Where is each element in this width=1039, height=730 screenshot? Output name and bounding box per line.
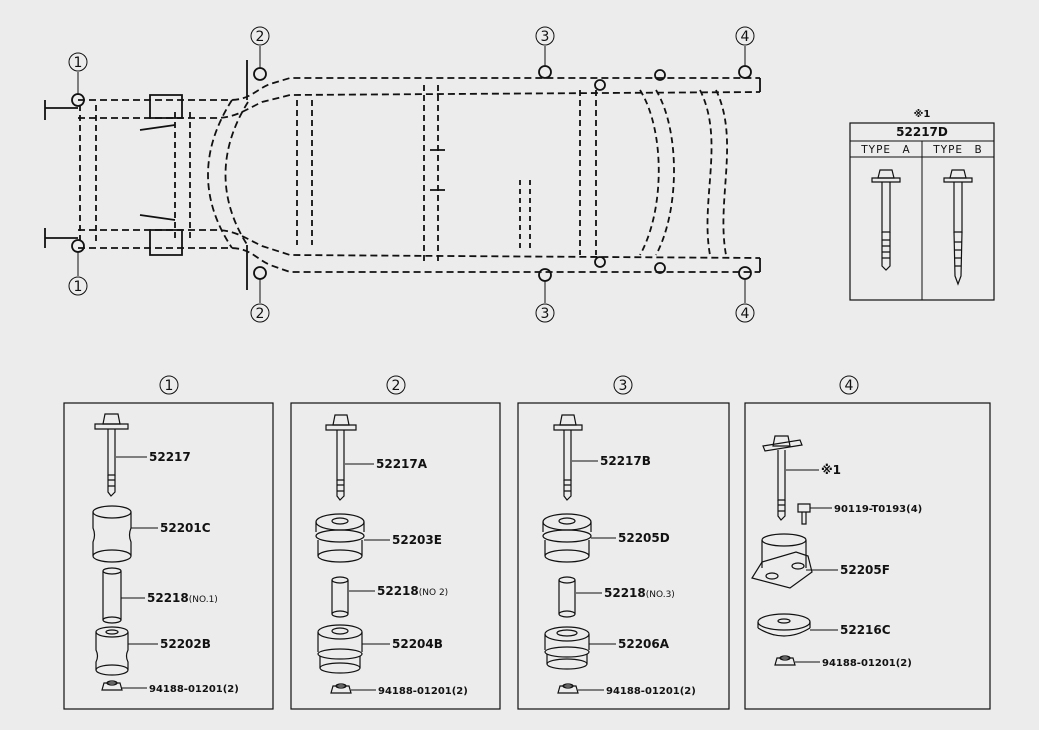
svg-text:1: 1 [74, 55, 83, 71]
part-label: 94188-01201(2) [822, 658, 912, 669]
cushion-52205f-icon [751, 533, 813, 589]
part-label: 52217 [149, 450, 191, 464]
group-4: 4 [744, 375, 991, 710]
washer-52216c-icon [757, 613, 811, 637]
part-label: 52205F [840, 563, 890, 577]
part-label: 52204B [392, 637, 443, 651]
frame-callout-3-top: 3 [535, 26, 555, 46]
nut-94188-icon [774, 655, 796, 666]
group-3-number: 3 [619, 378, 628, 394]
part-label: 52206A [618, 637, 670, 651]
group-2: 2 [290, 375, 501, 710]
bolt-52217-icon [94, 413, 129, 497]
cushion-52204b-icon [317, 624, 363, 674]
part-label: 52203E [392, 533, 442, 547]
part-label: 52218(NO 2) [377, 584, 448, 598]
group-4-number: 4 [845, 378, 854, 394]
nut-94188-icon [101, 680, 123, 691]
part-label: 52218(NO.3) [604, 586, 675, 600]
type-a-label: TYPE A [860, 144, 910, 156]
frame-callout-1-bottom: 1 [68, 276, 88, 296]
frame-callout-4-bottom: 4 [735, 303, 755, 323]
collar-52218-icon [102, 567, 122, 624]
part-label: 52216C [840, 623, 891, 637]
cushion-52202b-icon [95, 626, 129, 676]
table-note: ※1 [914, 108, 931, 120]
svg-text:4: 4 [741, 306, 750, 322]
chassis-frame [44, 60, 761, 290]
collar-52218-icon [331, 576, 349, 618]
part-label: 52201C [160, 521, 211, 535]
bolt-90119-icon [797, 503, 811, 525]
cushion-52201c-icon [92, 505, 132, 563]
group-2-number: 2 [392, 378, 401, 394]
frame-leaders [77, 46, 746, 303]
part-label: 94188-01201(2) [606, 686, 696, 697]
svg-text:1: 1 [74, 279, 83, 295]
nut-94188-icon [330, 683, 352, 694]
svg-text:4: 4 [741, 29, 750, 45]
collar-52218-icon [558, 576, 576, 618]
type-a-bolt-icon [871, 169, 901, 271]
group-1-number: 1 [165, 378, 174, 394]
frame-callout-2-bottom: 2 [250, 303, 270, 323]
part-label: 52218(NO.1) [147, 591, 218, 605]
group-3: 3 [517, 375, 730, 710]
part-label: 94188-01201(2) [149, 684, 239, 695]
type-b-label: TYPE B [932, 144, 983, 156]
part-label: 52217A [376, 457, 428, 471]
cushion-52203e-icon [315, 513, 365, 563]
part-label: 94188-01201(2) [378, 686, 468, 697]
cushion-52206a-icon [544, 626, 590, 670]
nut-94188-icon [557, 683, 579, 694]
frame-callout-3-bottom: 3 [535, 303, 555, 323]
part-label: 52217B [600, 454, 651, 468]
group-1: 1 [63, 375, 274, 710]
bolt-52217b-icon [553, 414, 583, 501]
bolt-52217d-icon [762, 435, 803, 521]
frame-callout-2-top: 2 [250, 26, 270, 46]
svg-text:2: 2 [256, 29, 265, 45]
table-part-no: 52217D [896, 125, 948, 139]
part-label: 52202B [160, 637, 211, 651]
cushion-52205d-icon [542, 513, 592, 563]
part-label: ※1 [821, 463, 841, 477]
svg-text:3: 3 [541, 306, 550, 322]
bolt-52217a-icon [325, 414, 357, 501]
type-b-bolt-icon [943, 169, 973, 286]
part-label: 52205D [618, 531, 670, 545]
frame-callout-4-top: 4 [735, 26, 755, 46]
bolt-type-table: ※1 52217D TYPE A TYPE B [849, 108, 995, 301]
svg-text:2: 2 [256, 306, 265, 322]
frame-callout-1-top: 1 [68, 52, 88, 72]
part-label: 90119-T0193(4) [834, 504, 922, 515]
svg-text:3: 3 [541, 29, 550, 45]
